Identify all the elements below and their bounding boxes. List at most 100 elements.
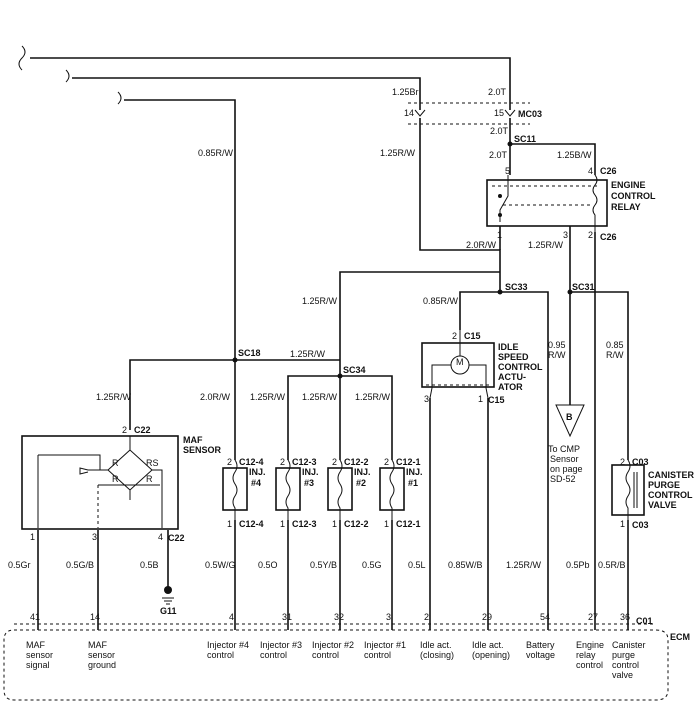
maf-sensor <box>21 435 179 530</box>
resistor-label: RS <box>146 458 159 468</box>
ecm-pin: 4 <box>229 612 234 622</box>
wire-label: 0.5B <box>140 560 159 570</box>
relay-title: RELAY <box>611 202 641 212</box>
pin-label: 1 <box>227 519 232 529</box>
pin-label: 14 <box>404 108 414 118</box>
ecm-text: purge <box>612 650 635 660</box>
ecm-text: Engine <box>576 640 604 650</box>
ecm-text: sensor <box>88 650 115 660</box>
injector-title: #1 <box>408 478 418 488</box>
canister-title: CONTROL <box>648 490 693 500</box>
ecm-text: Idle act. <box>472 640 504 650</box>
pin-label: 1 <box>280 519 285 529</box>
connector-label: C12-2 <box>344 519 369 529</box>
ecm-text: (opening) <box>472 650 510 660</box>
pin-label: 2 <box>332 457 337 467</box>
wire-label: 2.0T <box>490 126 509 136</box>
ecm-text: valve <box>612 670 633 680</box>
connector-label: C12-4 <box>239 519 264 529</box>
pin-label: 2 <box>227 457 232 467</box>
connector-label: C12-3 <box>292 519 317 529</box>
injector-title: #3 <box>304 478 314 488</box>
injector-title: #4 <box>251 478 261 488</box>
ecm-text: (closing) <box>420 650 454 660</box>
maf-title: MAF <box>183 435 203 445</box>
wire-label: 1.25R/W <box>380 148 416 158</box>
pin-label: 4 <box>588 166 593 176</box>
engine-control-relay <box>486 174 608 232</box>
wire-label: 1.25R/W <box>355 392 391 402</box>
injector-body <box>275 467 301 511</box>
connector-label: C12-1 <box>396 457 421 467</box>
cmp-text: on page <box>550 464 583 474</box>
pin-label: 1 <box>384 519 389 529</box>
injector-coil <box>337 459 343 520</box>
wire-label: 1.25R/W <box>506 560 542 570</box>
ecm-text: Canister <box>612 640 646 650</box>
connector-label: C03 <box>632 520 649 530</box>
relay-title: CONTROL <box>611 191 656 201</box>
ecm-pin: 54 <box>540 612 550 622</box>
cmp-letter: B <box>566 412 573 422</box>
pin-label: 2 <box>588 230 593 240</box>
pin-label: 2 <box>122 425 127 435</box>
ecm-pin: 31 <box>282 612 292 622</box>
ecm-text: ground <box>88 660 116 670</box>
pin-label: 2 <box>452 331 457 341</box>
wire-label: 0.5Pb <box>566 560 590 570</box>
ecm-text: control <box>260 650 287 660</box>
ecm-text: Battery <box>526 640 555 650</box>
ecm-pin: 2 <box>424 612 429 622</box>
injector-body <box>327 467 353 511</box>
wire-label: 0.5Gr <box>8 560 31 570</box>
injector-coil <box>389 459 395 520</box>
ecm-block <box>3 623 669 701</box>
wire-label: 0.5L <box>408 560 426 570</box>
idle-title: SPEED <box>498 352 529 362</box>
pin-label: 3 <box>92 532 97 542</box>
wire-label: 0.85W/B <box>448 560 483 570</box>
ecm-text: control <box>207 650 234 660</box>
ecm-label: ECM <box>670 632 690 642</box>
wire-label: 1.25R/W <box>96 392 132 402</box>
ecm-pin: 14 <box>90 612 100 622</box>
connector-label: C12-4 <box>239 457 264 467</box>
canister-title: CANISTER <box>648 470 695 480</box>
idle-speed-actuator <box>421 330 495 399</box>
motor-symbol: M <box>456 357 464 367</box>
pin-label: 2 <box>620 457 625 467</box>
wire-label: 2.0T <box>489 150 508 160</box>
wire-label: 0.5G <box>362 560 382 570</box>
ecm-text: MAF <box>88 640 108 650</box>
ecm-text: control <box>364 650 391 660</box>
wire-label: R/W <box>548 350 566 360</box>
cmp-reference <box>555 404 585 438</box>
ecm-text: sensor <box>26 650 53 660</box>
ecm-text: Injector #3 <box>260 640 302 650</box>
wire-label: 0.85R/W <box>198 148 234 158</box>
ecm-text: control <box>576 660 603 670</box>
injector-body <box>222 467 248 511</box>
wire-label: 1.25R/W <box>302 296 338 306</box>
ecm-text: Injector #2 <box>312 640 354 650</box>
wire-label: 1.25R/W <box>250 392 286 402</box>
injector-title: INJ. <box>302 467 319 477</box>
pin-label: 1 <box>332 519 337 529</box>
mc03-connector <box>408 102 530 125</box>
injector-body <box>379 467 405 511</box>
idle-title: ATOR <box>498 382 523 392</box>
wire-label: 0.95 <box>548 340 566 350</box>
idle-title: ACTU- <box>498 372 526 382</box>
canister-title: PURGE <box>648 480 680 490</box>
wire-label: 0.5O <box>258 560 278 570</box>
wire-label: 0.5G/B <box>66 560 94 570</box>
ecm-text: Injector #4 <box>207 640 249 650</box>
splice-label: SC34 <box>343 365 366 375</box>
idle-title: IDLE <box>498 342 519 352</box>
top-feed-wires <box>18 45 511 360</box>
pin-label: 1 <box>478 394 483 404</box>
ecm-text: Idle act. <box>420 640 452 650</box>
connector-label: C12-2 <box>344 457 369 467</box>
ecm-pin: 29 <box>482 612 492 622</box>
